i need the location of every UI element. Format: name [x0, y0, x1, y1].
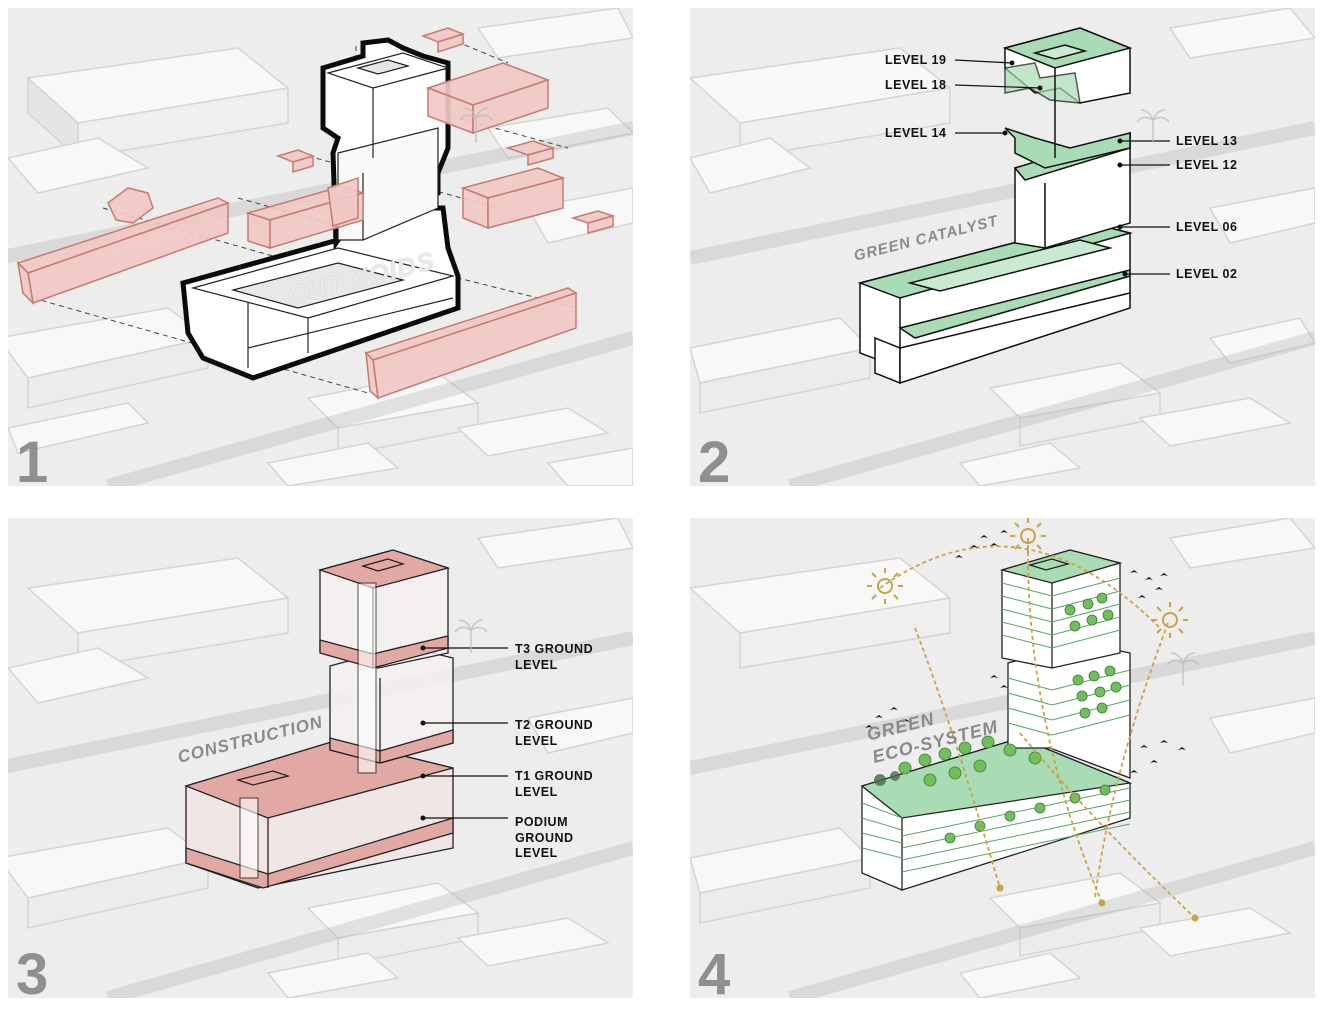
- context-city-blocks-3: [8, 518, 633, 998]
- bird-icon: [865, 530, 1186, 773]
- t3-ground-text: T3 GROUND LEVEL: [515, 642, 594, 672]
- palm-tree-icon: [1166, 652, 1200, 686]
- palm-tree-icon: [454, 619, 488, 653]
- panel-number: 3: [16, 942, 49, 999]
- context-city-blocks-4: [690, 518, 1315, 998]
- palm-tree-icon: [1136, 109, 1170, 143]
- sun-icon: [867, 518, 1188, 638]
- level-label-02: LEVEL 02: [1176, 267, 1238, 281]
- t1-ground-label: T1 GROUND LEVEL: [515, 769, 593, 800]
- level-label-06: LEVEL 06: [1176, 220, 1238, 234]
- t3-ground-label: T3 GROUND LEVEL: [515, 642, 593, 673]
- level-label-13: LEVEL 13: [1176, 134, 1238, 148]
- panel-3-construction: T3 GROUND LEVEL T2 GROUND LEVEL T1 GROUN…: [8, 518, 633, 998]
- panel-1-cut-voids: CUT VOIDS 1: [8, 8, 633, 486]
- panel-2-green-catalyst: LEVEL 19 LEVEL 18 LEVEL 14 LEVEL 13 LEVE…: [690, 8, 1315, 486]
- level-label-19: LEVEL 19: [885, 53, 947, 67]
- palm-tree-icon: [459, 107, 493, 143]
- level-label-14: LEVEL 14: [885, 126, 947, 140]
- panel-number: 4: [698, 942, 731, 999]
- podium-ground-label: PODIUM GROUND LEVEL: [515, 815, 574, 862]
- t2-ground-text: T2 GROUND LEVEL: [515, 718, 594, 748]
- context-city-blocks-2: [690, 8, 1315, 486]
- tree-icon: [898, 592, 1122, 844]
- context-city-blocks-1: [8, 8, 633, 486]
- t1-ground-text: T1 GROUND LEVEL: [515, 769, 594, 799]
- level-label-12: LEVEL 12: [1176, 158, 1238, 172]
- panel-number: 1: [16, 430, 49, 487]
- panel-4-eco-system: GREEN ECO-SYSTEM 4: [690, 518, 1315, 998]
- podium-ground-text: PODIUM GROUND LEVEL: [515, 815, 574, 861]
- panel-number: 2: [698, 430, 731, 487]
- t2-ground-label: T2 GROUND LEVEL: [515, 718, 593, 749]
- level-label-18: LEVEL 18: [885, 78, 947, 92]
